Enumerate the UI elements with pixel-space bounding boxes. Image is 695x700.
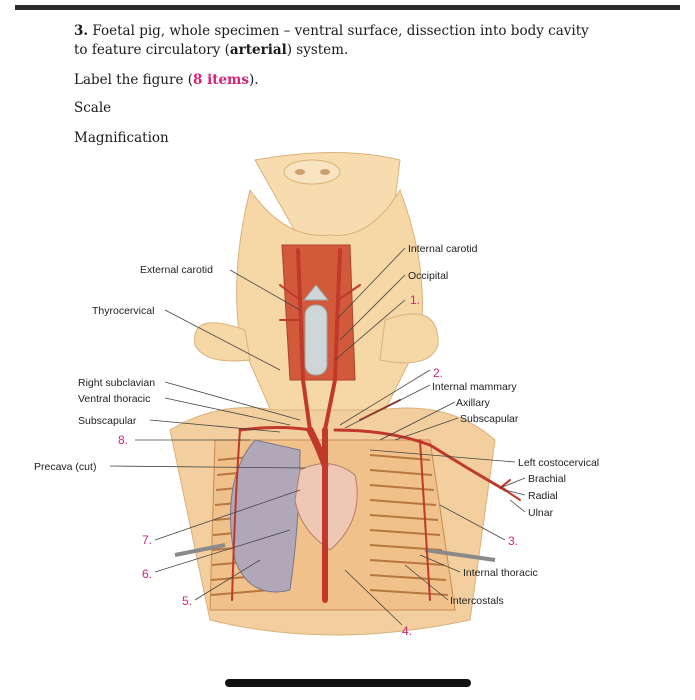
left-forelimb xyxy=(194,322,251,362)
question-text: 3. Foetal pig, whole specimen – ventral … xyxy=(74,22,594,60)
magnification-label: Magnification xyxy=(74,130,169,146)
label-number-2: 2. xyxy=(433,366,443,380)
arteries xyxy=(231,248,521,603)
trachea xyxy=(304,304,328,376)
nostril-left xyxy=(295,169,305,175)
home-indicator[interactable] xyxy=(225,679,471,687)
label-number-7: 7. xyxy=(142,533,152,547)
label-internal-mammary: Internal mammary xyxy=(432,381,517,393)
label-number-6: 6. xyxy=(142,567,152,581)
instruction-highlight: 8 items xyxy=(193,72,249,88)
scale-label: Scale xyxy=(74,100,112,116)
instruction-prefix: Label the figure ( xyxy=(74,72,193,88)
label-precava: Precava (cut) xyxy=(34,461,96,473)
label-internal-carotid: Internal carotid xyxy=(408,243,478,255)
pin-right xyxy=(424,548,496,562)
label-brachial: Brachial xyxy=(528,473,566,485)
label-number-8: 8. xyxy=(118,433,128,447)
label-intercostals: Intercostals xyxy=(450,595,504,607)
label-occipital: Occipital xyxy=(408,270,448,282)
label-thyrocervical: Thyrocervical xyxy=(92,305,154,317)
label-internal-thoracic: Internal thoracic xyxy=(463,567,538,579)
top-border xyxy=(15,5,680,10)
larynx xyxy=(302,284,330,301)
label-subscapular-left: Subscapular xyxy=(78,415,137,427)
label-axillary: Axillary xyxy=(456,397,491,409)
label-ventral-thoracic: Ventral thoracic xyxy=(78,393,150,405)
question-text-b: ) system. xyxy=(286,42,349,58)
leader-lines xyxy=(109,247,526,626)
label-subscapular-right: Subscapular xyxy=(460,413,519,425)
question-text-a: Foetal pig, whole specimen – ventral sur… xyxy=(74,23,589,58)
label-right-subclavian: Right subclavian xyxy=(78,377,155,389)
label-number-4: 4. xyxy=(402,624,412,638)
nostril-right xyxy=(320,169,330,175)
pin-left xyxy=(174,543,226,557)
label-radial: Radial xyxy=(528,490,558,502)
question-bold-word: arterial xyxy=(229,42,287,58)
label-ulnar: Ulnar xyxy=(528,507,554,519)
label-external-carotid: External carotid xyxy=(140,264,213,276)
question-number: 3. xyxy=(74,23,89,39)
label-number-5: 5. xyxy=(182,594,192,608)
snout xyxy=(283,159,341,185)
pig-figure: Internal carotid External carotid Occipi… xyxy=(34,152,599,638)
right-forelimb xyxy=(379,313,439,364)
label-number-1: 1. xyxy=(410,293,420,307)
instruction-suffix: ). xyxy=(248,72,259,88)
label-left-costocervical: Left costocervical xyxy=(518,457,599,469)
label-number-3: 3. xyxy=(508,534,518,548)
lung xyxy=(230,439,301,593)
instruction: Label the figure (8 items). xyxy=(74,72,259,88)
